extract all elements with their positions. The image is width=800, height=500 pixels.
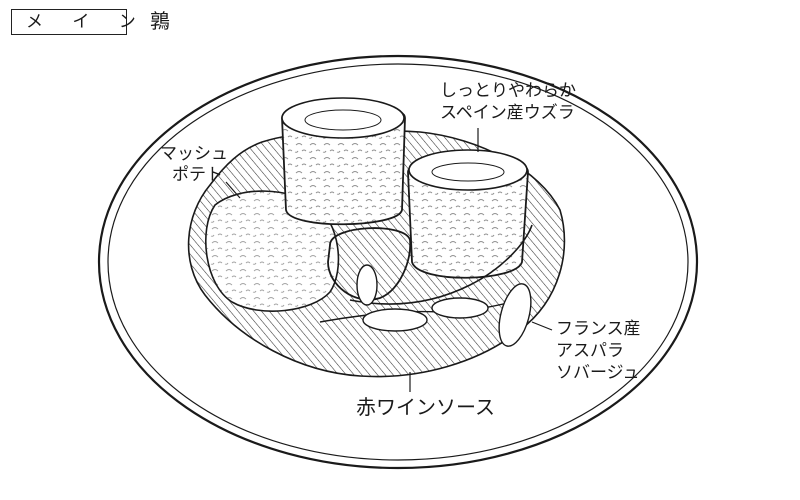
- quail-right: [407, 149, 529, 279]
- quail-left: [281, 97, 406, 226]
- quail-label-line2: スペイン産ウズラ: [440, 103, 575, 123]
- sauce-label: 赤ワインソース: [356, 395, 495, 419]
- onion-ring: [327, 227, 412, 301]
- asparagus: [319, 264, 532, 347]
- plate: [97, 54, 699, 470]
- course-label: メ イ ン: [11, 9, 136, 35]
- dish-name: 鶉: [150, 9, 170, 33]
- asparagus-label-line1: フランス産: [556, 319, 641, 339]
- asparagus-label-line2: アスパラ: [556, 341, 624, 361]
- mashed-label-line1: マッシュ: [160, 144, 228, 164]
- mashed-label-line2: ポテト: [172, 165, 223, 185]
- quail-label-line1: しっとりやわらか: [440, 81, 576, 101]
- leader-lines: [225, 128, 553, 392]
- asparagus-label-line3: ソバージュ: [556, 363, 640, 383]
